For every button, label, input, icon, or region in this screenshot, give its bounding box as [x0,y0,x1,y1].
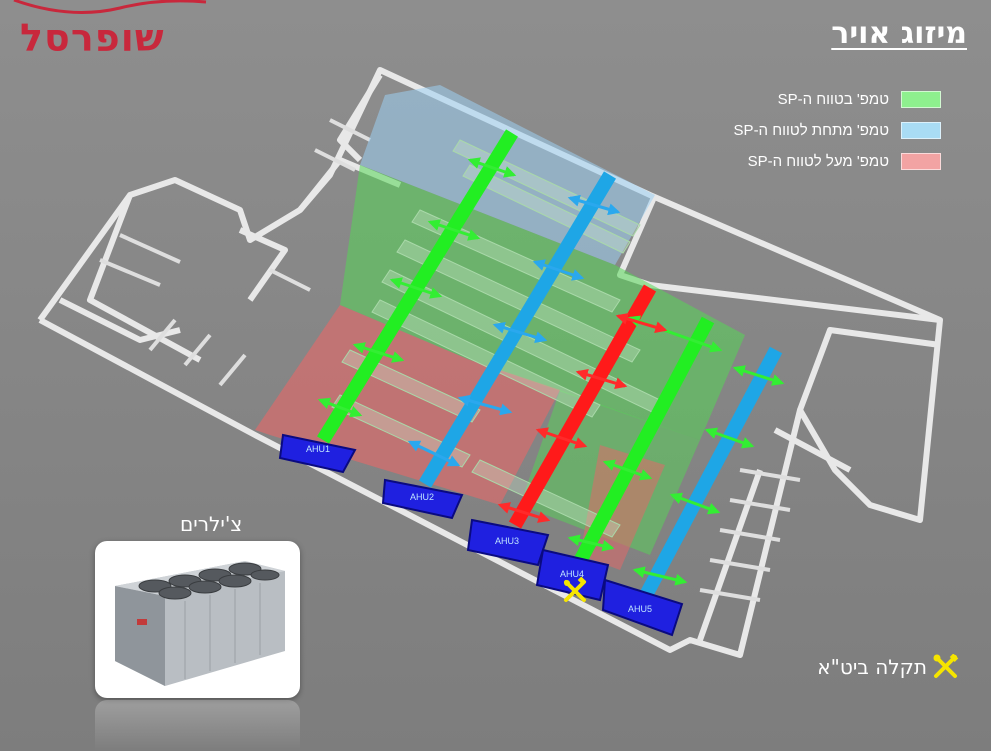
interior-walls [99,118,801,602]
building-walls [37,67,943,658]
duct-ahu5 [638,346,783,601]
zone-above-left [255,305,560,505]
logo-arc [13,0,207,14]
legend-item-below: טמפ' מתחת לטווח ה-SP [681,115,941,146]
ahu-label-4: AHU4 [560,569,584,579]
fault-icon-ahu4[interactable] [564,576,587,602]
ahu-label-3: AHU3 [495,536,519,546]
ahu-label-1: AHU1 [306,444,330,454]
brand-name: שופרסל [20,16,165,60]
ahu-label-5: AHU5 [628,604,652,614]
legend: טמפ' בטווח ה-SP טמפ' מתחת לטווח ה-SP טמפ… [681,84,941,177]
chiller-card[interactable] [95,541,300,698]
legend-swatch-below [901,122,941,139]
legend-label-below: טמפ' מתחת לטווח ה-SP [733,122,889,139]
chiller-unit-image [115,561,285,686]
ahu-label-2: AHU2 [410,492,434,502]
legend-label-above: טמפ' מעל לטווח ה-SP [747,153,889,170]
chiller-reflection [95,700,300,751]
fault-legend-label: תקלה ביט"א [817,655,927,679]
brand-logo: שופרסל [6,0,207,62]
chillers-title: צ'ילרים [180,512,243,536]
wrench-screwdriver-icon [933,654,959,678]
legend-item-normal: טמפ' בטווח ה-SP [681,84,941,115]
legend-item-above: טמפ' מעל לטווח ה-SP [681,146,941,177]
duct-ahu4 [571,316,715,569]
ahu-unit-2[interactable]: AHU2 [381,478,464,520]
airflow-arrows-red [497,312,668,523]
legend-swatch-above [901,153,941,170]
legend-label-normal: טמפ' בטווח ה-SP [777,91,889,108]
fault-legend: תקלה ביט"א [817,654,959,680]
legend-swatch-normal [901,91,941,108]
ahu-unit-3[interactable]: AHU3 [466,518,550,567]
airflow-arrows-blue [407,194,621,467]
ahu-unit-5[interactable]: AHU5 [601,578,684,637]
page-title: מיזוג אויר [831,16,967,51]
ahu-unit-1[interactable]: AHU1 [278,433,357,474]
ahu-unit-4[interactable]: AHU4 [535,548,610,602]
ahu-units: AHU1 AHU2 AHU3 AHU4 AHU5 [278,433,684,637]
